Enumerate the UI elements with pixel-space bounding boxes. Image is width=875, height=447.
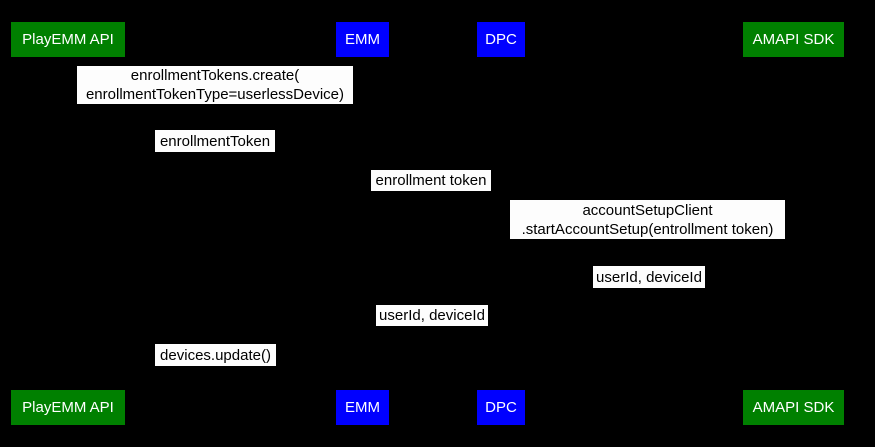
message-enrollmenttokens-create: enrollmentTokens.create( enrollmentToken… — [77, 66, 353, 104]
message-userid-deviceid-2: userId, deviceId — [376, 305, 488, 326]
actor-bottom-amapi-sdk: AMAPI SDK — [743, 390, 844, 425]
message-userid-deviceid-1: userId, deviceId — [593, 266, 705, 288]
actor-top-amapi-sdk: AMAPI SDK — [743, 22, 844, 57]
message-enrollmenttoken-return: enrollmentToken — [155, 130, 275, 152]
actor-top-emm: EMM — [336, 22, 389, 57]
message-devices-update: devices.update() — [155, 344, 276, 366]
actor-top-playemm-api: PlayEMM API — [11, 22, 125, 57]
actor-bottom-playemm-api: PlayEMM API — [11, 390, 125, 425]
actor-bottom-dpc: DPC — [477, 390, 525, 425]
message-enrollment-token: enrollment token — [371, 170, 491, 191]
actor-top-dpc: DPC — [477, 22, 525, 57]
message-startaccountsetup: accountSetupClient .startAccountSetup(en… — [510, 200, 785, 239]
actor-bottom-emm: EMM — [336, 390, 389, 425]
